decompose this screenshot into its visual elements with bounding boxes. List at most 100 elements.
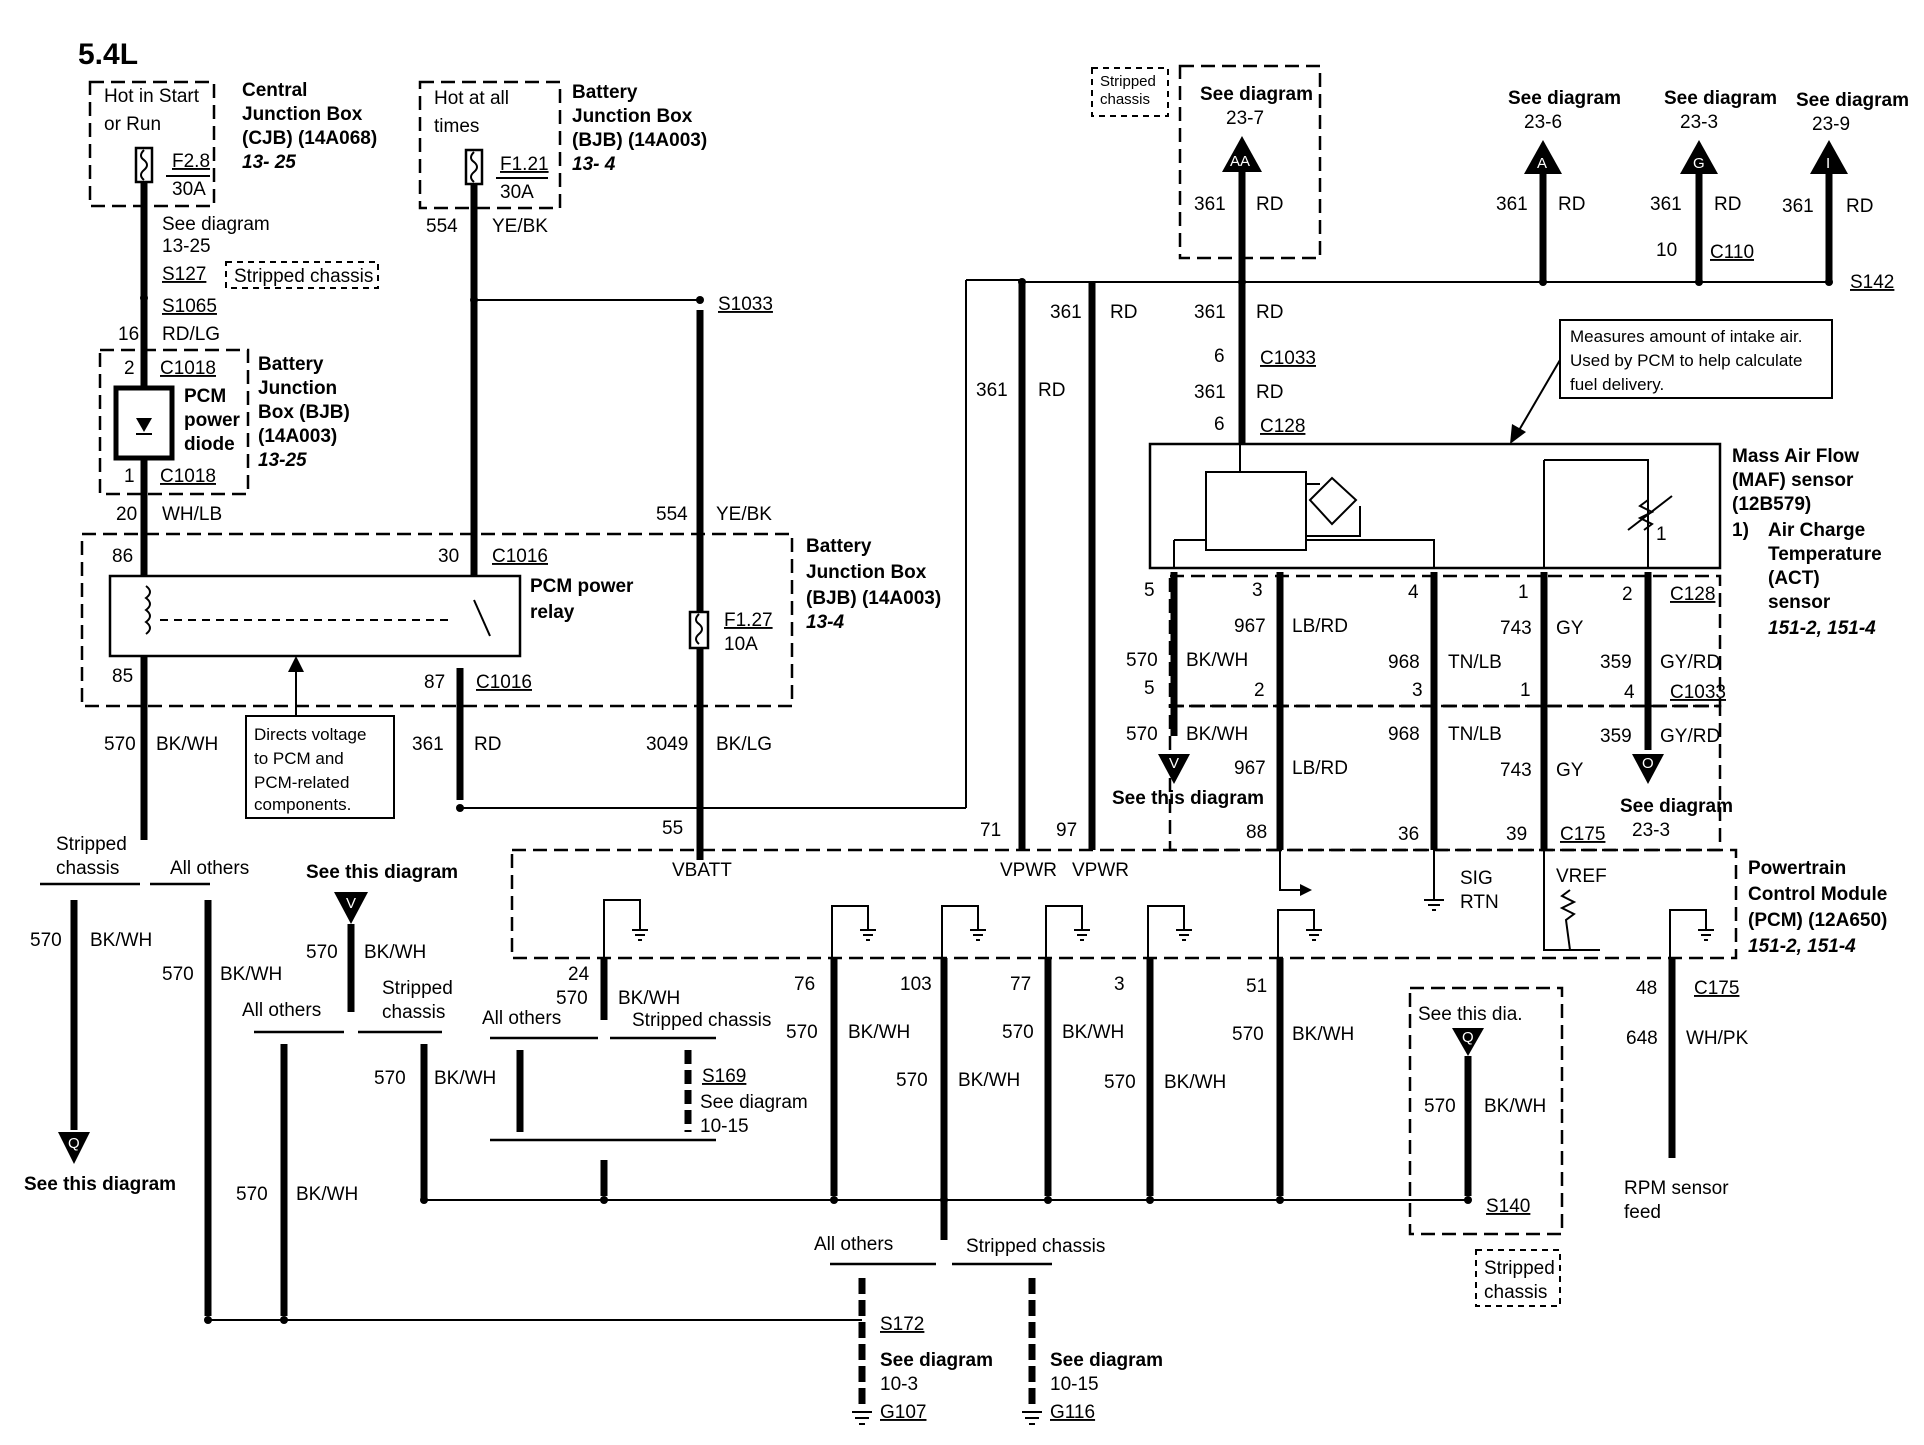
svg-text:G107: G107 — [880, 1402, 926, 1423]
stripped-chassis-s127: Stripped chassis — [234, 266, 373, 287]
svg-text:570: 570 — [236, 1184, 268, 1205]
pcm-power-relay — [108, 574, 522, 658]
svg-text:743: 743 — [1500, 618, 1532, 639]
engine-title: 5.4L — [78, 38, 138, 71]
svg-text:BK/WH: BK/WH — [848, 1022, 910, 1043]
svg-text:See diagram: See diagram — [1508, 88, 1621, 109]
svg-text:BK/LG: BK/LG — [716, 734, 772, 755]
svg-text:743: 743 — [1500, 760, 1532, 781]
svg-text:RD: RD — [1714, 194, 1741, 215]
svg-text:Powertrain: Powertrain — [1748, 858, 1846, 879]
svg-text:361: 361 — [1194, 194, 1226, 215]
svg-text:RPM sensor: RPM sensor — [1624, 1178, 1729, 1199]
svg-text:G: G — [1693, 155, 1705, 172]
svg-text:570: 570 — [1002, 1022, 1034, 1043]
svg-text:6: 6 — [1214, 346, 1225, 367]
svg-text:relay: relay — [530, 602, 575, 623]
svg-text:to PCM and: to PCM and — [254, 749, 344, 768]
svg-text:(MAF) sensor: (MAF) sensor — [1732, 470, 1854, 491]
svg-text:10: 10 — [1656, 240, 1677, 261]
svg-text:BK/WH: BK/WH — [296, 1184, 358, 1205]
cjb-box — [88, 80, 216, 208]
svg-text:1): 1) — [1732, 520, 1749, 541]
stripped-box-bottom — [1475, 1249, 1561, 1307]
svg-text:GY: GY — [1556, 760, 1584, 781]
svg-text:See diagram: See diagram — [700, 1092, 808, 1113]
svg-text:C1016: C1016 — [476, 672, 532, 693]
svg-text:S172: S172 — [880, 1314, 924, 1335]
svg-text:TN/LB: TN/LB — [1448, 724, 1502, 745]
svg-text:570: 570 — [30, 930, 62, 951]
svg-text:C110: C110 — [1710, 242, 1754, 263]
pcm-ground-symbols — [603, 899, 1714, 958]
svg-text:BK/WH: BK/WH — [618, 988, 680, 1009]
svg-text:23-6: 23-6 — [1524, 112, 1562, 133]
svg-text:Stripped: Stripped — [382, 978, 453, 999]
svg-text:151-2, 151-4: 151-2, 151-4 — [1748, 936, 1856, 957]
svg-text:(PCM) (12A650): (PCM) (12A650) — [1748, 910, 1887, 931]
svg-text:WH/PK: WH/PK — [1686, 1028, 1749, 1049]
svg-text:C175: C175 — [1560, 824, 1605, 845]
svg-text:YE/BK: YE/BK — [716, 504, 772, 525]
svg-text:C128: C128 — [1670, 584, 1715, 605]
svg-text:968: 968 — [1388, 724, 1420, 745]
svg-text:570: 570 — [896, 1070, 928, 1091]
connector-v-top — [334, 892, 368, 924]
connector-o — [1632, 754, 1664, 784]
svg-text:23-3: 23-3 — [1632, 820, 1670, 841]
svg-text:RD: RD — [1256, 302, 1283, 323]
svg-text:48: 48 — [1636, 978, 1657, 999]
svg-text:151-2, 151-4: 151-2, 151-4 — [1768, 618, 1876, 639]
svg-text:BK/WH: BK/WH — [156, 734, 218, 755]
svg-text:23-3: 23-3 — [1680, 112, 1718, 133]
svg-text:F1.21: F1.21 — [500, 154, 549, 175]
svg-text:BK/WH: BK/WH — [1186, 724, 1248, 745]
bjb-fuse-symbol — [464, 148, 484, 186]
svg-text:Junction Box: Junction Box — [572, 106, 693, 127]
svg-text:967: 967 — [1234, 616, 1266, 637]
cjb-fuse-symbol — [134, 146, 154, 184]
svg-text:2: 2 — [1622, 584, 1633, 605]
svg-text:PCM power: PCM power — [530, 576, 634, 597]
svg-text:(ACT): (ACT) — [1768, 568, 1820, 589]
svg-text:570: 570 — [556, 988, 588, 1009]
connector-q-right — [1452, 1028, 1484, 1056]
svg-text:See this diagram: See this diagram — [24, 1174, 176, 1195]
connector-i — [1810, 140, 1848, 174]
svg-text:sensor: sensor — [1768, 592, 1831, 613]
svg-text:All others: All others — [482, 1008, 561, 1029]
svg-text:BK/WH: BK/WH — [1292, 1024, 1354, 1045]
svg-text:V: V — [346, 895, 356, 912]
svg-text:361: 361 — [1650, 194, 1682, 215]
svg-text:A: A — [1537, 155, 1547, 172]
cjb-fuse-id: F2.8 — [172, 151, 210, 172]
relay-note — [245, 715, 395, 819]
svg-text:103: 103 — [900, 974, 932, 995]
svg-text:Q: Q — [1462, 1029, 1474, 1046]
svg-text:See this dia.: See this dia. — [1418, 1004, 1523, 1025]
svg-text:51: 51 — [1246, 976, 1267, 997]
svg-text:chassis: chassis — [382, 1002, 445, 1023]
svg-text:(14A003): (14A003) — [258, 426, 337, 447]
svg-text:BK/WH: BK/WH — [1062, 1022, 1124, 1043]
s1065-label: S1065 — [162, 296, 217, 317]
diode-bjb-box — [98, 348, 250, 496]
svg-text:Battery: Battery — [572, 82, 638, 103]
svg-text:O: O — [1642, 755, 1654, 772]
connector-q-left — [58, 1132, 90, 1164]
svg-text:See diagram: See diagram — [1664, 88, 1777, 109]
svg-text:RD: RD — [1038, 380, 1065, 401]
svg-text:570: 570 — [786, 1022, 818, 1043]
svg-text:components.: components. — [254, 795, 351, 814]
svg-text:Stripped: Stripped — [1100, 73, 1156, 90]
svg-text:RD: RD — [1846, 196, 1873, 217]
svg-text:13-25: 13-25 — [258, 450, 307, 471]
svg-text:C175: C175 — [1694, 978, 1739, 999]
svg-text:Measures amount of intake air.: Measures amount of intake air. — [1570, 327, 1802, 346]
svg-text:BK/WH: BK/WH — [1186, 650, 1248, 671]
svg-text:(BJB) (14A003): (BJB) (14A003) — [806, 588, 941, 609]
svg-text:Air Charge: Air Charge — [1768, 520, 1865, 541]
svg-text:S140: S140 — [1486, 1196, 1530, 1217]
svg-text:570: 570 — [162, 964, 194, 985]
